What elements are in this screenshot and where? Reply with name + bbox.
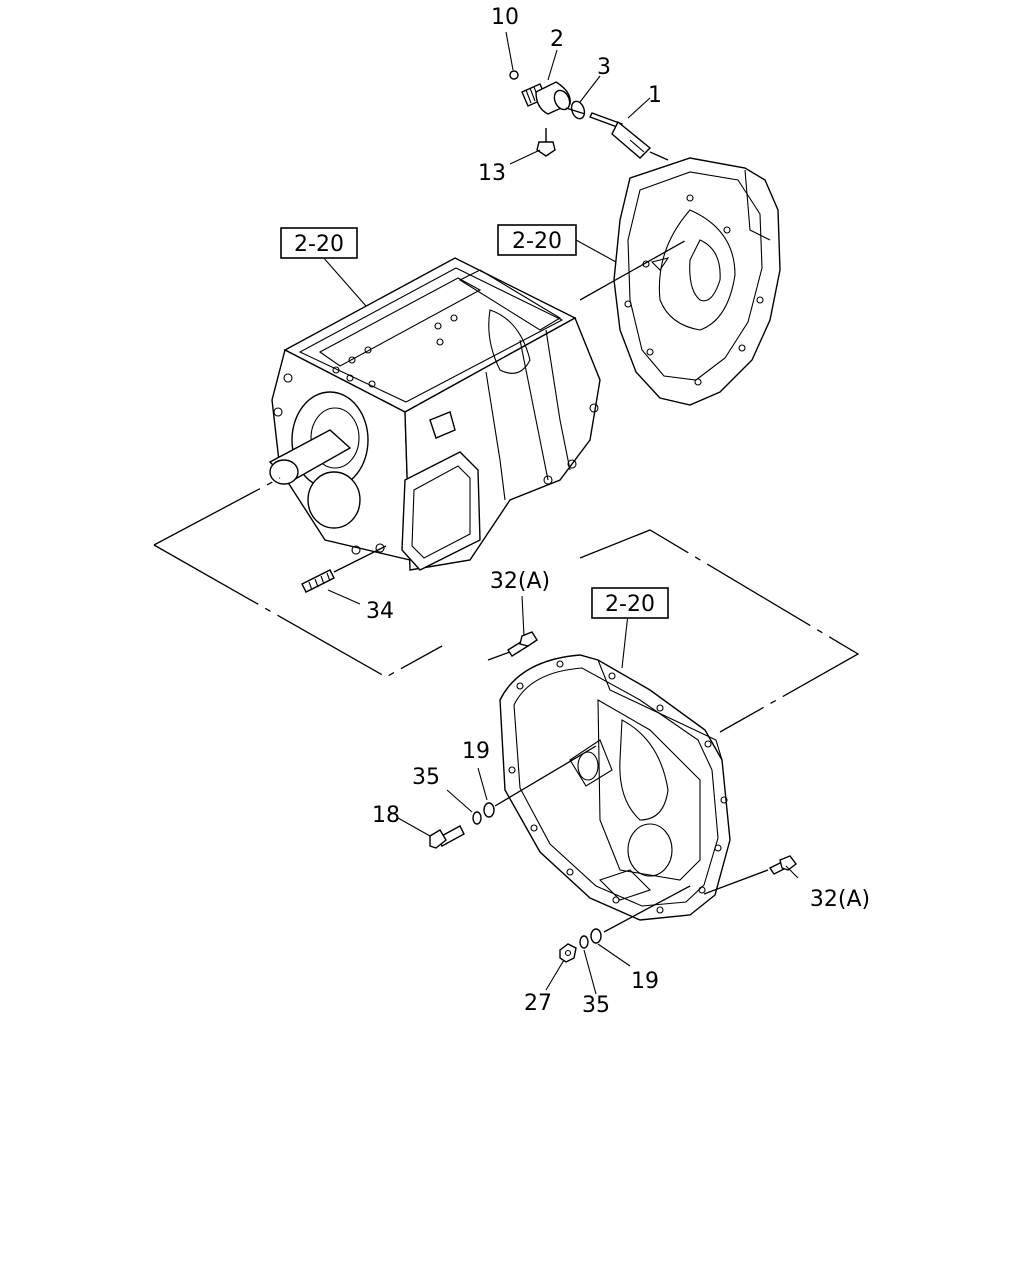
part-10-plug [509,70,519,80]
callout-1: 1 [648,83,662,108]
svg-text:2-20: 2-20 [294,232,344,257]
callout-35-left: 35 [412,765,440,790]
callout-3: 3 [597,55,611,80]
ref-box-mid: 2-20 [497,224,577,256]
callout-19-bottom: 19 [631,969,659,994]
part-35-left-lockwasher [472,811,482,825]
part-3-o-ring [570,100,586,120]
part-2-switch [521,81,571,115]
callout-13: 13 [478,161,506,186]
assembly-lines [153,237,860,733]
flywheel-housing [499,654,731,921]
callout-19-left: 19 [462,739,490,764]
part-18-bolt [429,825,465,849]
part-32a-top-bolt [507,631,538,657]
ref-box-left: 2-20 [280,227,358,259]
ref-box-bottom: 2-20 [591,587,669,619]
svg-text:2-20: 2-20 [512,229,562,254]
transmission-case [268,257,601,571]
part-19-bottom-washer [590,928,602,944]
callout-18: 18 [372,803,400,828]
part-1-shaft [589,112,652,159]
svg-text:2-20: 2-20 [605,592,655,617]
callout-34: 34 [366,599,394,624]
callout-35-bottom: 35 [582,993,610,1018]
part-35-bottom-lockwasher [579,935,589,949]
part-27-nut [559,943,577,963]
callout-2: 2 [550,27,564,52]
callout-10: 10 [491,5,519,30]
callout-32a-right: 32(A) [810,887,870,912]
part-34-stud [301,569,335,593]
part-13-bolt [536,128,556,157]
callout-27: 27 [524,991,552,1016]
upper-right-housing [613,157,781,406]
callout-32a-top: 32(A) [490,569,550,594]
part-32a-right-bolt [768,855,797,875]
part-19-left-washer [483,802,495,818]
